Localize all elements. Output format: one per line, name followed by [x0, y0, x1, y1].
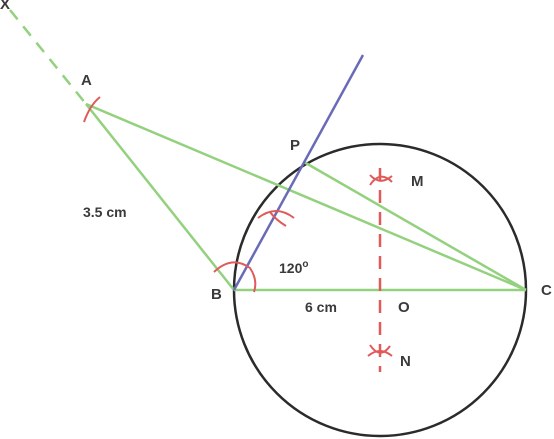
arc-at-n-1	[369, 344, 391, 354]
angle-value: 120	[279, 260, 303, 276]
length-bc-label: 6 cm	[305, 299, 337, 315]
point-a-label: A	[81, 72, 92, 89]
segment-ac	[85, 102, 527, 292]
segment-ab	[85, 103, 235, 291]
degree-symbol: o	[302, 259, 308, 270]
arc-at-m-2	[369, 174, 393, 182]
point-p-label: P	[290, 137, 300, 154]
point-o-label: O	[398, 299, 410, 316]
ray-bp	[232, 54, 365, 291]
point-n-label: N	[400, 353, 411, 370]
length-ab-label: 3.5 cm	[83, 204, 127, 220]
arc-at-n-2	[367, 350, 393, 357]
dashed-ray-ax	[9, 9, 87, 105]
point-b-label: B	[211, 286, 222, 303]
point-m-label: M	[411, 173, 424, 190]
point-x-label: X	[0, 0, 10, 13]
segment-pc	[303, 160, 527, 292]
arc-on-bp	[257, 210, 295, 219]
angle-120-label: 120o	[279, 259, 308, 276]
arc-at-a	[83, 96, 101, 123]
point-c-label: C	[541, 282, 552, 299]
arc-crossing-bp	[269, 211, 287, 227]
arc-at-m-1	[369, 175, 393, 186]
arc-at-b	[213, 261, 257, 293]
